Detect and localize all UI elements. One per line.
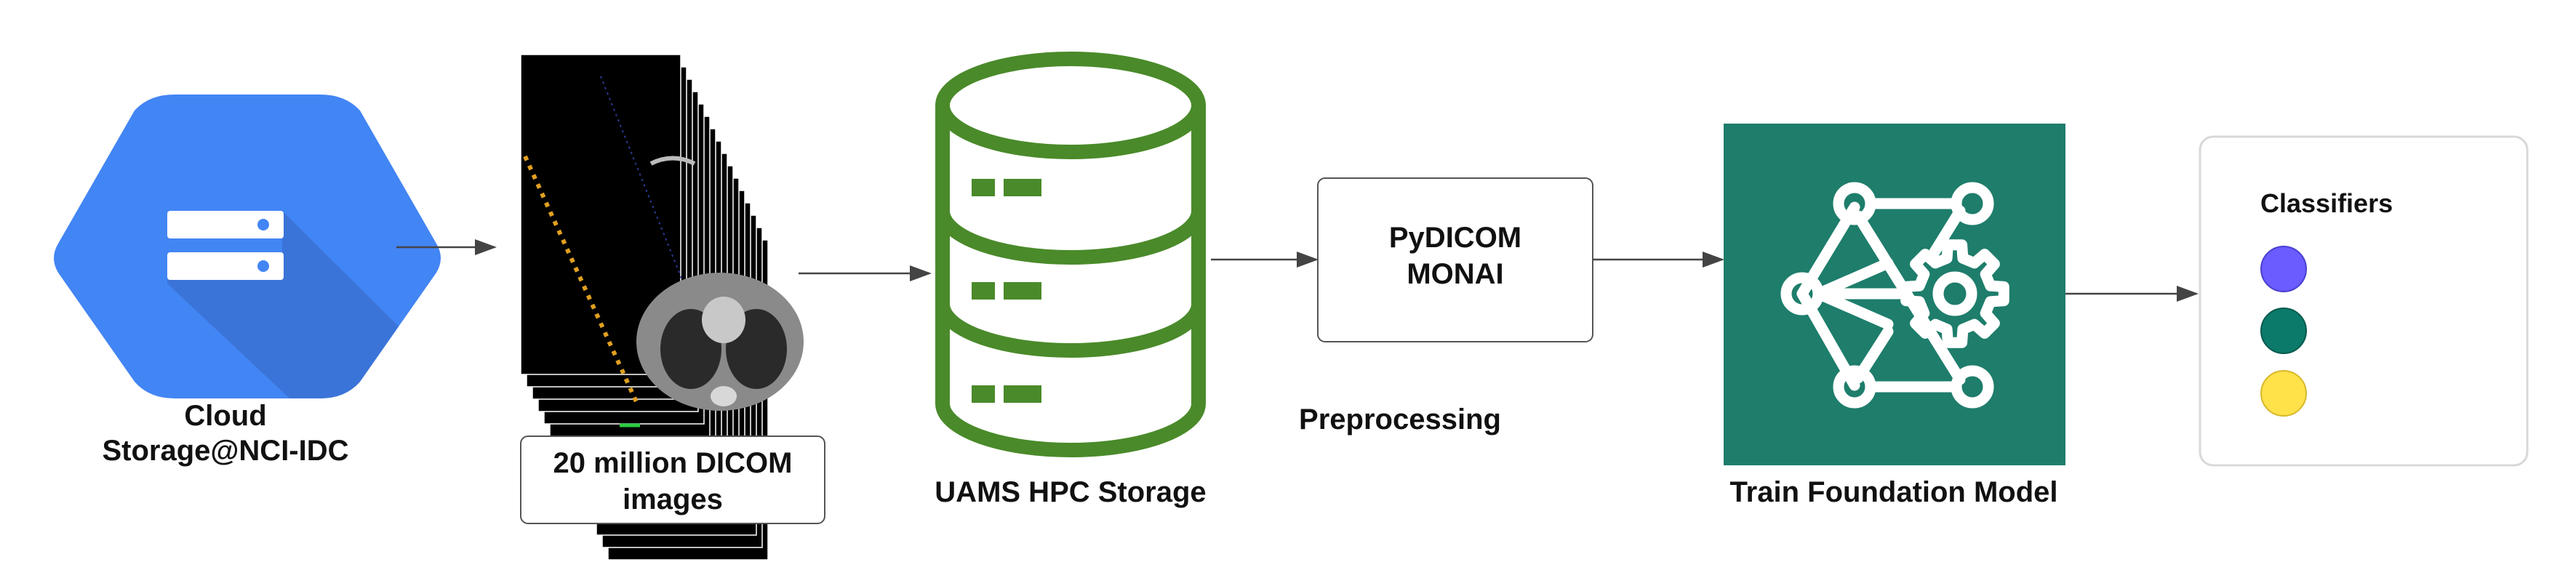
- database-outline: [935, 105, 1206, 457]
- cloud-hexagon-shadow: [167, 211, 441, 398]
- dicom-label-line2: images: [623, 483, 723, 515]
- indicator-small-1: [972, 179, 995, 196]
- classifiers-node: Classifiers: [2199, 135, 2529, 467]
- indicator-long-1: [1004, 179, 1041, 196]
- server-bar-bottom: [167, 252, 284, 280]
- dicom-images-node: 20 million DICOM images: [520, 54, 825, 561]
- gear-hub: [1932, 271, 1977, 316]
- cloud-label-line1: Cloud: [184, 400, 266, 432]
- indicator-small-2: [972, 282, 995, 300]
- database-icon: [935, 52, 1206, 457]
- classifier-dot-teal: [2260, 308, 2307, 354]
- ct-scan-stack-image: [520, 54, 804, 561]
- cloud-label-line2: Storage@NCI-IDC: [102, 435, 348, 467]
- ct-heart: [702, 297, 745, 343]
- database-top: [935, 52, 1206, 159]
- database-divider-2: [935, 303, 1206, 358]
- edge: [1812, 257, 1894, 300]
- classifiers-title: Classifiers: [2260, 188, 2393, 218]
- ct-scan-guide: [600, 76, 689, 295]
- node-top-left: [1833, 182, 1876, 225]
- cloud-storage-icon: [54, 95, 441, 398]
- ct-spine: [711, 386, 737, 406]
- node-left: [1780, 272, 1824, 316]
- server-bar-top: [167, 211, 284, 238]
- classifier-dot-yellow: [2260, 370, 2307, 417]
- ct-table: [649, 156, 696, 166]
- node-bottom-left: [1833, 365, 1876, 409]
- server-led-top: [257, 219, 269, 230]
- classifiers-card: [2199, 135, 2529, 467]
- model-label: Train Foundation Model: [1729, 476, 2057, 508]
- node-top-right: [1951, 182, 1994, 225]
- classifier-dot-purple: [2260, 246, 2307, 292]
- dicom-label-box: [520, 435, 825, 524]
- preprocessing-node: PyDICOM MONAI Preprocessing: [1299, 177, 1593, 435]
- database-indicators: [972, 179, 1041, 403]
- node-bottom-right: [1951, 365, 1994, 409]
- ct-scan-marker: [523, 155, 639, 405]
- indicator-small-3: [972, 385, 995, 403]
- indicator-long-2: [1004, 282, 1041, 300]
- foundation-model-node: Train Foundation Model: [1724, 124, 2065, 508]
- hpc-label: UAMS HPC Storage: [935, 476, 1206, 508]
- database-divider-1: [935, 210, 1206, 265]
- edge: [1926, 205, 1966, 262]
- neural-network-gear-icon: [1780, 182, 2009, 409]
- hpc-storage-node: UAMS HPC Storage: [935, 52, 1207, 508]
- dicom-label-line1: 20 million DICOM: [553, 447, 793, 479]
- preprocess-line1: PyDICOM: [1389, 222, 1521, 254]
- server-led-bottom: [257, 260, 269, 272]
- indicator-long-3: [1004, 385, 1041, 403]
- preprocess-caption: Preprocessing: [1299, 404, 1501, 435]
- cloud-storage-node: Cloud Storage@NCI-IDC: [54, 95, 441, 467]
- edge: [1812, 288, 1894, 330]
- preprocess-line2: MONAI: [1407, 258, 1503, 290]
- gear-outline: [1900, 239, 2009, 348]
